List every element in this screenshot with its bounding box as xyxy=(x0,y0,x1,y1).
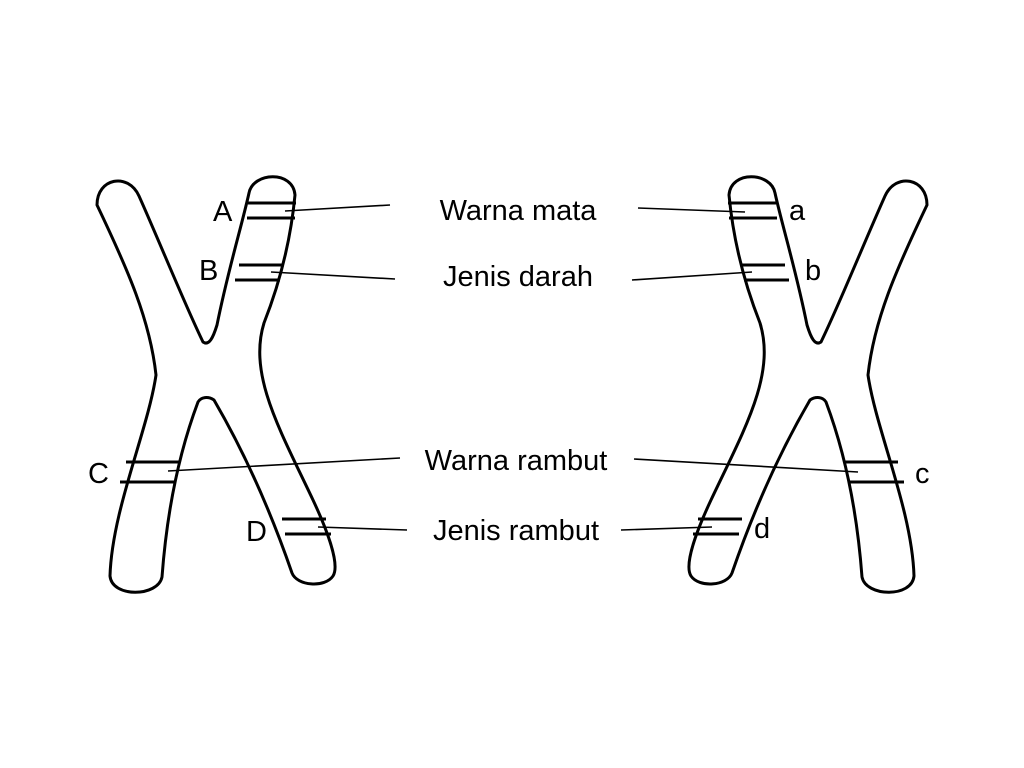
leader-hair-color-left xyxy=(167,457,401,472)
leader-eye-color-right xyxy=(637,207,746,213)
right-chromosome xyxy=(687,175,929,594)
left-chromosome xyxy=(95,175,337,594)
leader-blood-type-left xyxy=(270,271,396,280)
allele-label-a: a xyxy=(789,195,806,227)
leader-hair-type-left xyxy=(317,526,408,531)
leader-lines xyxy=(167,204,859,531)
right-chromosome-outline xyxy=(687,175,929,594)
left-chromosome-outline xyxy=(95,175,337,594)
trait-label-hair-color: Warna rambut xyxy=(425,445,608,477)
trait-label-hair-type: Jenis rambut xyxy=(433,515,599,547)
allele-label-B: B xyxy=(199,255,218,287)
leader-hair-color-right xyxy=(633,458,859,473)
allele-label-c: c xyxy=(915,458,930,490)
allele-label-b: b xyxy=(805,255,821,287)
trait-label-eye-color: Warna mata xyxy=(440,195,598,227)
allele-label-C: C xyxy=(88,458,109,490)
trait-label-blood-type: Jenis darah xyxy=(443,261,593,293)
leader-hair-type-right xyxy=(620,526,713,531)
allele-label-A: A xyxy=(213,196,233,228)
leader-blood-type-right xyxy=(631,271,753,281)
leader-eye-color-left xyxy=(284,204,391,212)
allele-label-D: D xyxy=(246,516,267,548)
allele-label-d: d xyxy=(754,513,770,545)
